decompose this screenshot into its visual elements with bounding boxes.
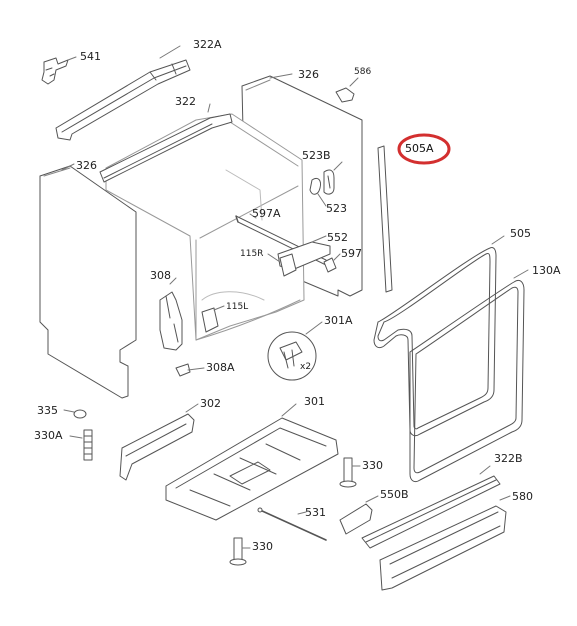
label-586: 586: [354, 67, 372, 77]
holder-115L: [201, 305, 225, 333]
label-523: 523: [326, 202, 347, 215]
label-330-bottom: 330: [252, 540, 273, 553]
label-335: 335: [37, 404, 58, 417]
hinge-523B: [323, 161, 343, 195]
label-505A: 505A: [405, 142, 434, 155]
kickplate-580: [379, 495, 511, 591]
label-597: 597: [341, 247, 362, 260]
label-322A: 322A: [193, 38, 222, 51]
strip-505A: [377, 145, 393, 293]
gasket-130A: [409, 269, 529, 483]
nut-335: [63, 409, 87, 419]
label-302: 302: [200, 397, 221, 410]
inset-301A: [267, 321, 323, 381]
foot-330A: [69, 429, 93, 461]
rail-322A: [55, 45, 191, 141]
rail-322B: [361, 465, 501, 549]
foot-330-right: [339, 457, 361, 488]
label-580: 580: [512, 490, 533, 503]
base-frame-301: [165, 403, 339, 521]
label-330-right: 330: [362, 459, 383, 472]
clip-597: [323, 253, 341, 273]
label-531: 531: [305, 506, 326, 519]
tub-cabinet: [105, 113, 305, 341]
label-301: 301: [304, 395, 325, 408]
part-308A: [175, 363, 205, 377]
label-115L: 115L: [226, 302, 249, 312]
label-550B: 550B: [380, 488, 409, 501]
bracket-302: [119, 403, 199, 481]
label-326-left: 326: [76, 159, 97, 172]
rod-531: [257, 507, 327, 541]
label-326-right: 326: [298, 68, 319, 81]
label-x2: x2: [300, 362, 312, 372]
hinge-523: [309, 177, 327, 207]
label-308: 308: [150, 269, 171, 282]
label-552: 552: [327, 231, 348, 244]
label-330A: 330A: [34, 429, 63, 442]
label-322B: 322B: [494, 452, 523, 465]
foot-330-bottom: [229, 537, 251, 566]
label-541: 541: [80, 50, 101, 63]
bracket-541: [41, 56, 77, 85]
part-550B: [339, 495, 379, 535]
highlight-ellipse: [397, 133, 451, 165]
label-115R: 115R: [240, 249, 264, 259]
label-597A: 597A: [252, 207, 281, 220]
clip-586: [335, 77, 359, 103]
gasket-505: [373, 235, 505, 437]
label-523B: 523B: [302, 149, 331, 162]
holder-115R: [267, 253, 297, 277]
label-130A: 130A: [532, 264, 561, 277]
hinge-308: [159, 277, 183, 351]
rail-322: [99, 103, 233, 183]
label-505: 505: [510, 227, 531, 240]
label-301A: 301A: [324, 314, 353, 327]
side-panel-left-326: [39, 163, 137, 399]
label-308A: 308A: [206, 361, 235, 374]
label-322: 322: [175, 95, 196, 108]
